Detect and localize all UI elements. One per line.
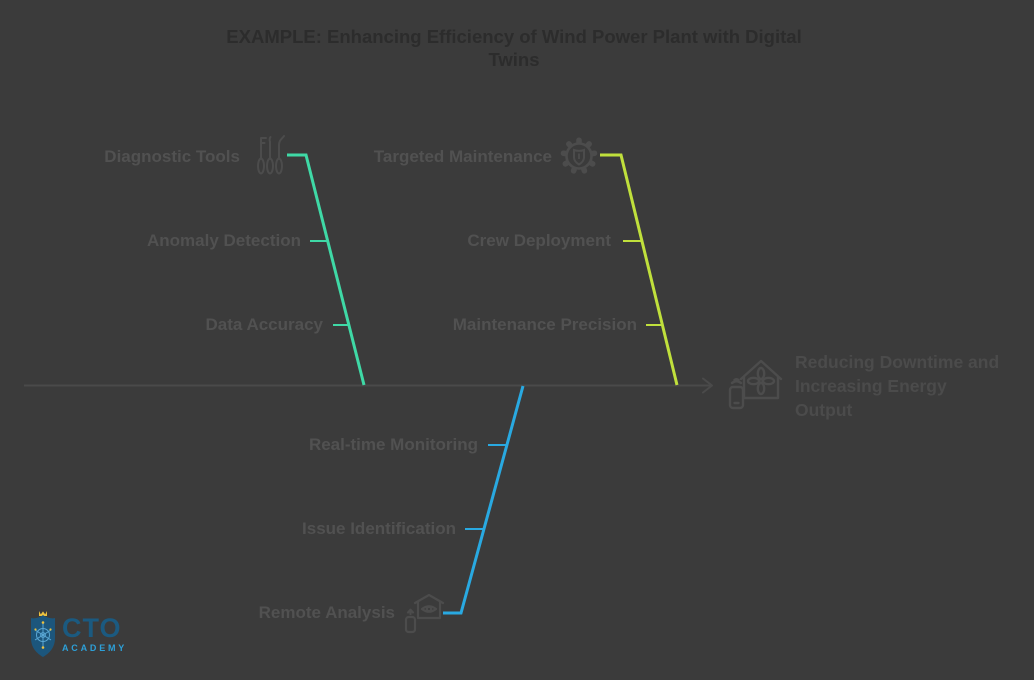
cause-label-crew-deployment: Crew Deployment xyxy=(467,231,611,250)
logo-subtitle-text: ACADEMY xyxy=(62,643,128,653)
effect-label: Reducing Downtime and Increasing Energy … xyxy=(795,352,1000,420)
cto-academy-logo: CTO ACADEMY xyxy=(28,610,127,658)
cto-academy-shield-icon xyxy=(31,611,55,657)
logo-brand-text: CTO xyxy=(62,613,122,643)
cause-label-diagnostic-tools: Diagnostic Tools xyxy=(104,147,240,166)
cause-label-anomaly-detection: Anomaly Detection xyxy=(147,231,301,250)
cause-label-data-accuracy: Data Accuracy xyxy=(205,315,324,334)
cause-label-remote-analysis: Remote Analysis xyxy=(258,603,395,622)
cause-label-issue-identification: Issue Identification xyxy=(302,519,456,538)
cause-label-maintenance-precision: Maintenance Precision xyxy=(452,315,637,334)
diagram-title: EXAMPLE: Enhancing Efficiency of Wind Po… xyxy=(226,26,802,70)
cause-label-targeted-maintenance: Targeted Maintenance xyxy=(373,147,552,166)
cause-label-real-time-monitoring: Real-time Monitoring xyxy=(308,435,478,454)
